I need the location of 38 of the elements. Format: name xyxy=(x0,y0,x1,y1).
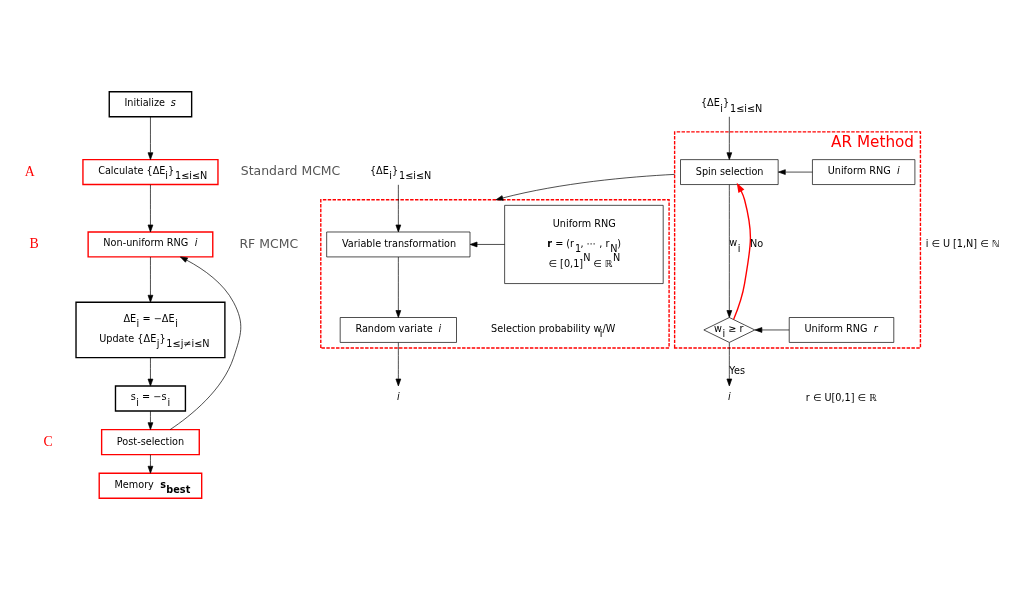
arrow xyxy=(726,341,733,386)
node-label: A xyxy=(24,163,35,179)
arrow xyxy=(147,410,154,430)
arrow xyxy=(469,241,505,247)
node-box: Spin selection xyxy=(680,158,779,185)
node-text: i xyxy=(396,390,400,402)
arrow xyxy=(726,115,733,160)
arrow xyxy=(395,341,402,386)
arrow xyxy=(754,326,790,333)
node-box: Uniform RNG i xyxy=(812,158,916,185)
arrow xyxy=(147,454,154,474)
arrow xyxy=(395,184,402,232)
node-box: Non-uniform RNG i xyxy=(87,230,214,258)
arrow xyxy=(147,256,154,303)
label: Standard MCMC xyxy=(240,162,341,178)
cluster xyxy=(320,198,670,349)
arrow xyxy=(169,256,242,430)
arrow xyxy=(732,182,752,320)
node-box: Initialize s xyxy=(108,90,193,117)
node-label: B xyxy=(29,235,39,251)
arrow xyxy=(778,168,813,175)
arrow xyxy=(726,183,733,318)
node-label: C xyxy=(43,433,53,449)
arrow xyxy=(395,256,402,318)
node-box: Post-selection xyxy=(100,428,200,455)
label: r ∈ U[0,1] ∈ ℝ xyxy=(805,391,877,403)
arrow xyxy=(147,356,154,386)
node-text: i xyxy=(727,390,731,402)
arrow xyxy=(495,173,675,201)
arrow xyxy=(147,184,154,232)
node-box: Variable transformation xyxy=(326,231,471,257)
node-box: Uniform RNG r xyxy=(788,316,895,343)
label: RF MCMC xyxy=(239,235,299,250)
arrow xyxy=(147,115,154,160)
edge-label: Yes xyxy=(729,364,745,376)
node-box: Random variate i xyxy=(339,316,457,343)
label: i ∈ U [1,N] ∈ ℕ xyxy=(925,237,1000,249)
edge-label: No xyxy=(750,237,764,249)
